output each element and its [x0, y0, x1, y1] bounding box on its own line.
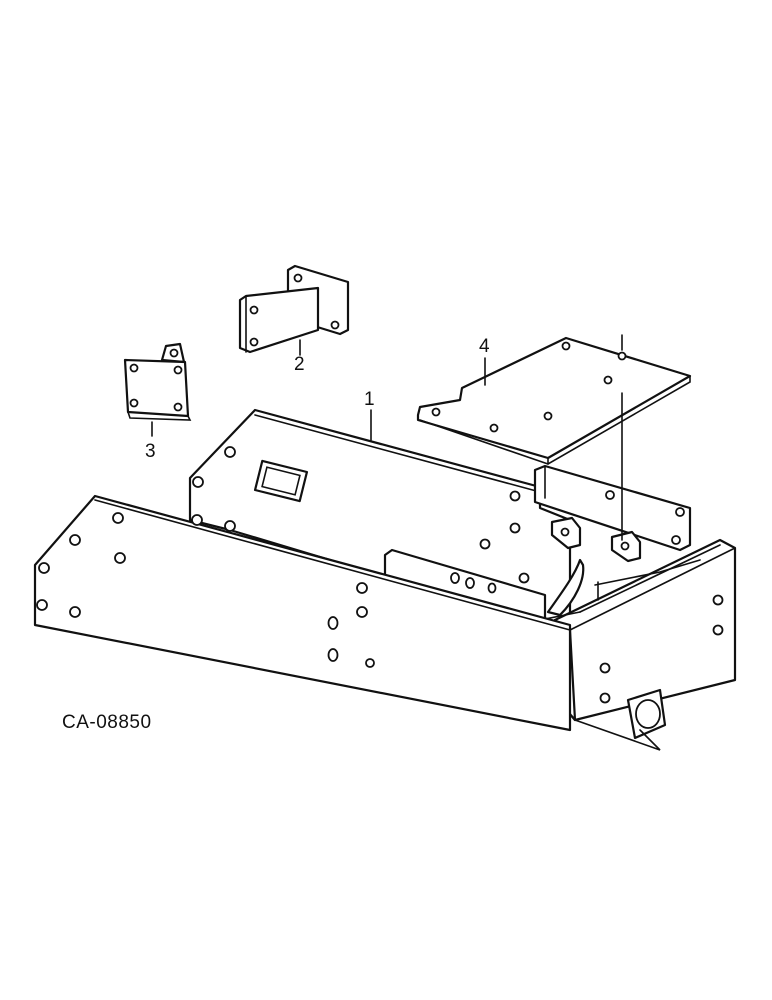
rear-box-holes: [560, 490, 724, 704]
part-3-tabbed-plate: 3: [123, 342, 192, 462]
figure-id: CA-08850: [62, 712, 152, 733]
back-wall-holes: [191, 446, 530, 594]
callout-2: 2: [294, 354, 305, 375]
front-wall-holes: [36, 512, 375, 668]
cover-plate: [416, 336, 692, 460]
part-2-angle-bracket: 2: [238, 264, 350, 375]
gusset: [546, 558, 585, 617]
main-frame-assembly: [33, 408, 737, 751]
callout-1: 1: [364, 389, 375, 410]
front-side-wall: [33, 494, 572, 732]
callout-3: 3: [145, 441, 156, 462]
part-1-callout: 1: [364, 389, 375, 441]
callout-4: 4: [479, 336, 490, 357]
back-wall-window: [253, 459, 309, 503]
part-4-cover-plate: 4: [416, 334, 692, 541]
